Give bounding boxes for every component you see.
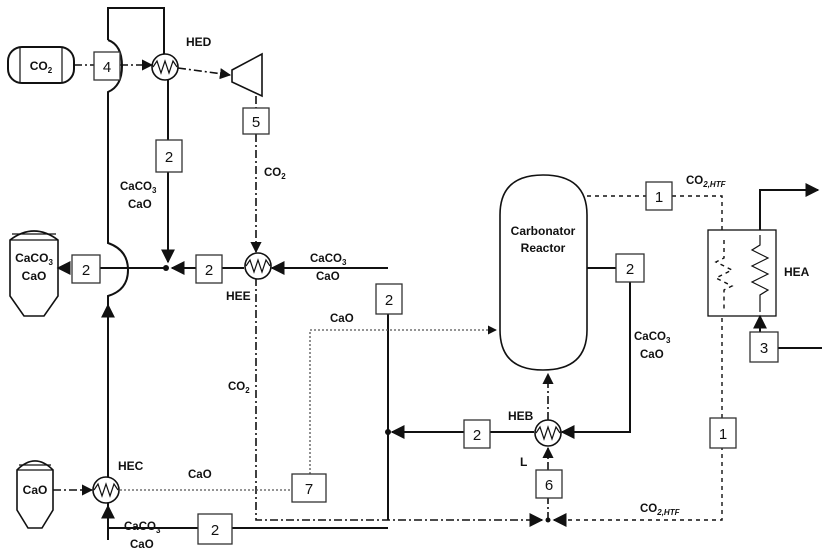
label-hee: HEE — [226, 289, 251, 303]
svg-text:5: 5 — [252, 114, 260, 131]
label-cao-bottom: CaO — [188, 469, 212, 481]
svg-text:3: 3 — [760, 340, 768, 357]
box-6: 6 — [535, 469, 563, 499]
box-2-riser: 2 — [375, 283, 403, 315]
caco3-cao-silo: CaCO3 CaO — [9, 230, 59, 317]
hec-exchanger — [92, 476, 120, 504]
label-co2-top: CO2 — [264, 167, 286, 181]
label-co2-htf-bottom: CO2,HTF — [640, 503, 681, 517]
svg-text:4: 4 — [103, 59, 111, 76]
svg-text:CO2: CO2 — [30, 59, 53, 75]
svg-text:CaO: CaO — [22, 269, 47, 283]
hed-exchanger — [151, 53, 179, 81]
box-5: 5 — [242, 107, 270, 135]
carbonator-reactor: Carbonator Reactor — [499, 174, 588, 371]
label-l: L — [520, 455, 527, 469]
label-hea: HEA — [784, 265, 810, 279]
box-1-top: 1 — [645, 181, 673, 211]
label-cao-left: CaO — [128, 199, 152, 211]
svg-text:Carbonator: Carbonator — [511, 224, 576, 238]
label-co2-left: CO2 — [228, 381, 250, 395]
svg-text:CaCO3: CaCO3 — [15, 251, 53, 267]
svg-text:2: 2 — [473, 427, 481, 444]
svg-text:2: 2 — [165, 149, 173, 166]
svg-text:2: 2 — [82, 262, 90, 279]
label-caco3-left: CaCO3 — [120, 181, 157, 195]
box-4: 4 — [93, 51, 121, 81]
box-3: 3 — [749, 331, 779, 363]
label-caco3-right: CaCO3 — [634, 331, 671, 345]
svg-text:Reactor: Reactor — [521, 241, 566, 255]
svg-text:2: 2 — [385, 292, 393, 309]
svg-text:CaO: CaO — [23, 483, 48, 497]
label-co2-htf-top: CO2,HTF — [686, 175, 727, 189]
hea-exchanger — [707, 229, 777, 317]
svg-text:1: 1 — [655, 189, 663, 206]
box-2-bottom: 2 — [197, 513, 233, 545]
label-cao-mid: CaO — [316, 271, 340, 283]
label-hec: HEC — [118, 459, 144, 473]
box-2-heb: 2 — [463, 419, 491, 449]
label-cao-right: CaO — [640, 349, 664, 361]
turbine — [231, 52, 263, 98]
hee-exchanger — [244, 252, 272, 280]
box-2-hed: 2 — [155, 139, 183, 173]
svg-text:2: 2 — [205, 262, 213, 279]
heb-exchanger — [534, 419, 562, 447]
box-7: 7 — [291, 473, 327, 503]
box-2-silo: 2 — [71, 254, 101, 284]
co2-tank: CO2 — [7, 46, 75, 84]
label-caco3-mid: CaCO3 — [310, 253, 347, 267]
label-cao-bottom-return: CaO — [130, 539, 154, 551]
cao-silo: CaO — [16, 460, 54, 529]
box-2-hee: 2 — [195, 254, 223, 284]
svg-text:1: 1 — [719, 426, 727, 443]
label-cao-top: CaO — [330, 313, 354, 325]
box-1-bottom: 1 — [709, 417, 737, 449]
label-hed: HED — [186, 35, 212, 49]
svg-text:6: 6 — [545, 477, 553, 494]
svg-text:2: 2 — [626, 261, 634, 278]
svg-text:7: 7 — [305, 481, 313, 498]
svg-text:2: 2 — [211, 522, 219, 539]
label-heb: HEB — [508, 409, 534, 423]
label-caco3-bottom: CaCO3 — [124, 521, 161, 535]
box-2-reactor: 2 — [615, 253, 645, 283]
